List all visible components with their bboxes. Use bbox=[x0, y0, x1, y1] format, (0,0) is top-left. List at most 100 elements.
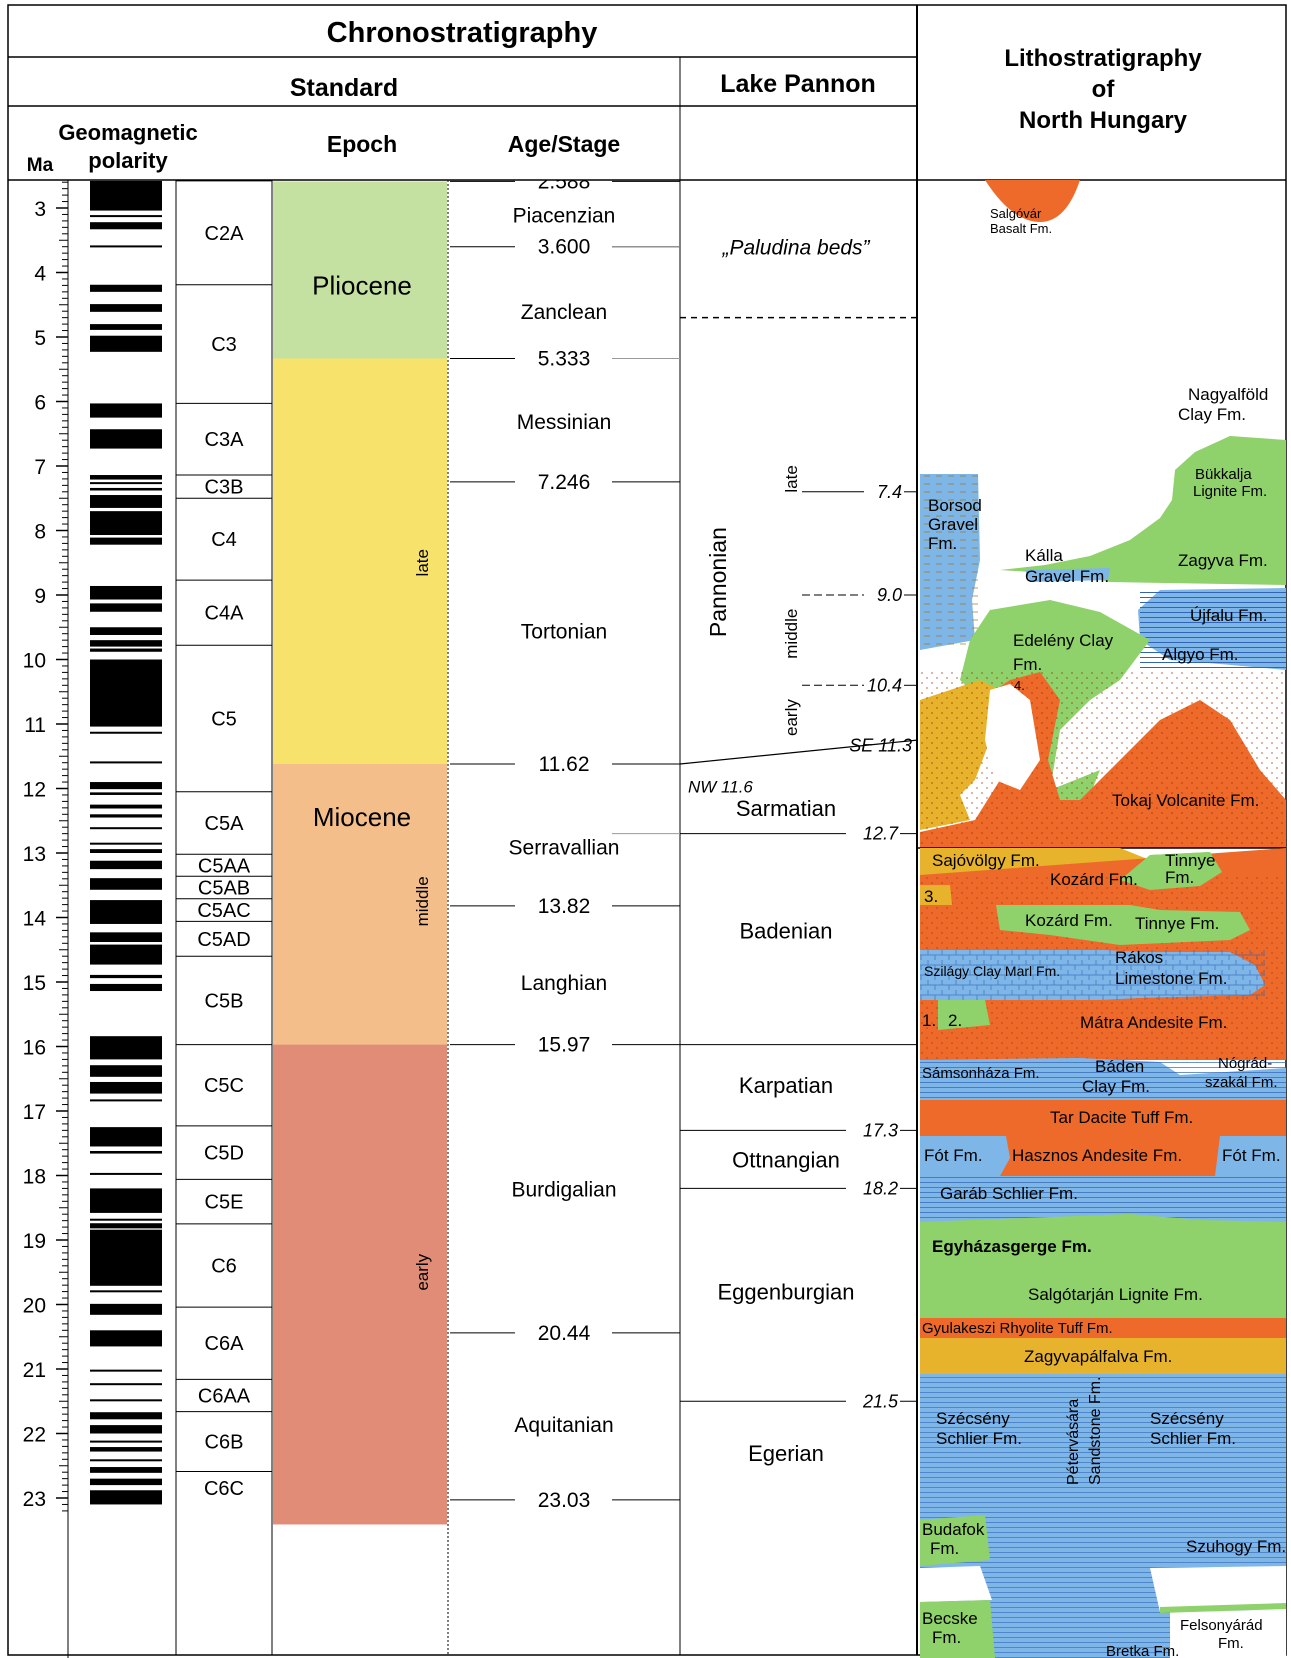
normal-polarity-bar bbox=[90, 482, 162, 484]
pannon-boundary-label: 18.2 bbox=[863, 1178, 898, 1198]
stage-label: Aquitanian bbox=[514, 1414, 613, 1437]
normal-polarity-bar bbox=[90, 814, 162, 817]
stage-label: Tortonian bbox=[521, 620, 607, 643]
stage-boundary-label: 5.333 bbox=[538, 347, 591, 370]
normal-polarity-bar bbox=[90, 1479, 162, 1485]
tar-label: Tar Dacite Tuff Fm. bbox=[1050, 1108, 1193, 1127]
normal-polarity-bar bbox=[90, 1447, 162, 1452]
hasznos-label: Hasznos Andesite Fm. bbox=[1012, 1146, 1182, 1165]
geomagnetic-title-2: polarity bbox=[88, 148, 168, 173]
kozard-lower-label: Kozárd Fm. bbox=[1025, 911, 1113, 930]
ma-tick-label: 7 bbox=[34, 456, 46, 479]
chron-label: C5AB bbox=[198, 878, 250, 900]
fot-left-label: Fót Fm. bbox=[924, 1146, 983, 1165]
normal-polarity-bar bbox=[90, 1467, 162, 1473]
szilagy-label: Szilágy Clay Marl Fm. bbox=[924, 963, 1060, 979]
chron-label: C5AA bbox=[198, 855, 251, 877]
normal-polarity-bar bbox=[90, 1223, 162, 1228]
edeleny-label-1: Edelény Clay bbox=[1013, 631, 1114, 650]
chron-label: C5E bbox=[205, 1192, 244, 1214]
normal-polarity-bar bbox=[90, 285, 162, 292]
pannonian-age-label: 9.0 bbox=[877, 585, 902, 605]
borsod-label-3: Fm. bbox=[928, 534, 957, 553]
chron-label: C4A bbox=[205, 603, 245, 625]
normal-polarity-bar bbox=[90, 1219, 162, 1221]
ma-tick-label: 21 bbox=[23, 1359, 46, 1382]
stage-boundary-label: 11.62 bbox=[539, 753, 590, 776]
becske-label-2: Fm. bbox=[932, 1628, 961, 1647]
normal-polarity-bar bbox=[90, 1370, 162, 1372]
normal-polarity-bar bbox=[90, 660, 162, 727]
tokaj-label: Tokaj Volcanite Fm. bbox=[1112, 791, 1259, 810]
normal-polarity-bar bbox=[90, 1490, 162, 1504]
nw-age-label: NW 11.6 bbox=[688, 778, 753, 797]
normal-polarity-bar bbox=[90, 1151, 162, 1154]
rakos-label-1: Rákos bbox=[1115, 948, 1163, 967]
paludina-beds-label: „Paludina beds” bbox=[721, 237, 870, 260]
sub-epoch-label: early bbox=[413, 1253, 432, 1290]
normal-polarity-bar bbox=[90, 827, 162, 829]
normal-polarity-bar bbox=[90, 181, 162, 211]
becske-label-1: Becske bbox=[922, 1609, 978, 1628]
normal-polarity-bar bbox=[90, 1399, 162, 1401]
age-stage-title: Age/Stage bbox=[508, 131, 620, 157]
normal-polarity-bar bbox=[90, 640, 162, 646]
ma-tick-label: 14 bbox=[23, 908, 47, 931]
normal-polarity-bar bbox=[90, 475, 162, 480]
pannonian-label: Pannonian bbox=[705, 527, 731, 637]
pannon-stage-label: Sarmatian bbox=[736, 796, 836, 821]
stage-boundary-label: 23.03 bbox=[538, 1489, 591, 1512]
borsod-label-1: Borsod bbox=[928, 496, 982, 515]
nagyalfold-label-1: Nagyalföld bbox=[1188, 385, 1268, 404]
pannon-boundary-label: 17.3 bbox=[863, 1120, 898, 1140]
chron-label: C6AA bbox=[198, 1385, 251, 1407]
tinnye-lower-label: Tinnye Fm. bbox=[1135, 914, 1219, 933]
stage-label: Messinian bbox=[517, 411, 612, 434]
algyo-label: Algyo Fm. bbox=[1162, 645, 1239, 664]
unit-1-label: 1. bbox=[922, 1011, 936, 1030]
tinnye-upper-label-2: Fm. bbox=[1165, 868, 1194, 887]
baden-label-2: Clay Fm. bbox=[1082, 1077, 1150, 1096]
normal-polarity-bar bbox=[90, 403, 162, 417]
edeleny-label-2: Fm. bbox=[1013, 655, 1042, 674]
chron-label: C2A bbox=[205, 223, 245, 245]
ma-tick-label: 8 bbox=[34, 521, 46, 544]
felsonyarad-top bbox=[1160, 1606, 1286, 1610]
normal-polarity-bar bbox=[90, 511, 162, 535]
normal-polarity-bar bbox=[90, 900, 162, 924]
litho-title-2: of bbox=[1092, 76, 1116, 103]
szecseny-right-label-2: Schlier Fm. bbox=[1150, 1429, 1236, 1448]
normal-polarity-bar bbox=[90, 488, 162, 491]
chron-label: C6C bbox=[204, 1478, 244, 1500]
gyulakeszi-label: Gyulakeszi Rhyolite Tuff Fm. bbox=[922, 1320, 1113, 1337]
stage-label: Serravallian bbox=[509, 837, 620, 860]
age-stage-column: 2.5883.6005.3337.24611.6213.8215.9720.44… bbox=[450, 170, 680, 1512]
pannon-stage-label: Karpatian bbox=[739, 1073, 833, 1098]
pannonian-subdivision: late bbox=[782, 465, 801, 492]
pannonian-subdivision: middle bbox=[782, 609, 801, 659]
ma-tick-label: 4 bbox=[34, 263, 46, 286]
chron-label: C5A bbox=[205, 813, 245, 835]
stage-boundary-label: 3.600 bbox=[538, 236, 591, 259]
chron-label: C5 bbox=[211, 709, 237, 731]
normal-polarity-bar bbox=[90, 222, 162, 229]
nograd-label-2: szakál Fm. bbox=[1205, 1074, 1278, 1091]
pannon-boundary-label: 21.5 bbox=[862, 1391, 899, 1411]
sub-epoch-label: middle bbox=[413, 876, 432, 926]
litho-title-3: North Hungary bbox=[1019, 107, 1188, 134]
stage-boundary-label: 7.246 bbox=[538, 471, 591, 494]
se-age-label: SE 11.3 bbox=[849, 735, 912, 755]
chron-label: C4 bbox=[211, 529, 237, 551]
normal-polarity-bar bbox=[90, 1290, 162, 1292]
lithostratigraphy-panel: Salgóvár Basalt Fm. Nagyalföld Clay Fm. … bbox=[917, 180, 1286, 1658]
chron-label: C6 bbox=[211, 1255, 237, 1277]
stage-boundary-label: 15.97 bbox=[538, 1034, 591, 1057]
chrono-title: Chronostratigraphy bbox=[327, 17, 598, 49]
normal-polarity-bar bbox=[90, 586, 162, 600]
felsonyarad-label-2: Fm. bbox=[1218, 1635, 1244, 1652]
unit-3-label: 3. bbox=[924, 887, 938, 906]
normal-polarity-bar bbox=[90, 538, 162, 545]
nagyalfold-label-2: Clay Fm. bbox=[1178, 405, 1246, 424]
stage-boundary-label: 2.588 bbox=[538, 170, 591, 193]
